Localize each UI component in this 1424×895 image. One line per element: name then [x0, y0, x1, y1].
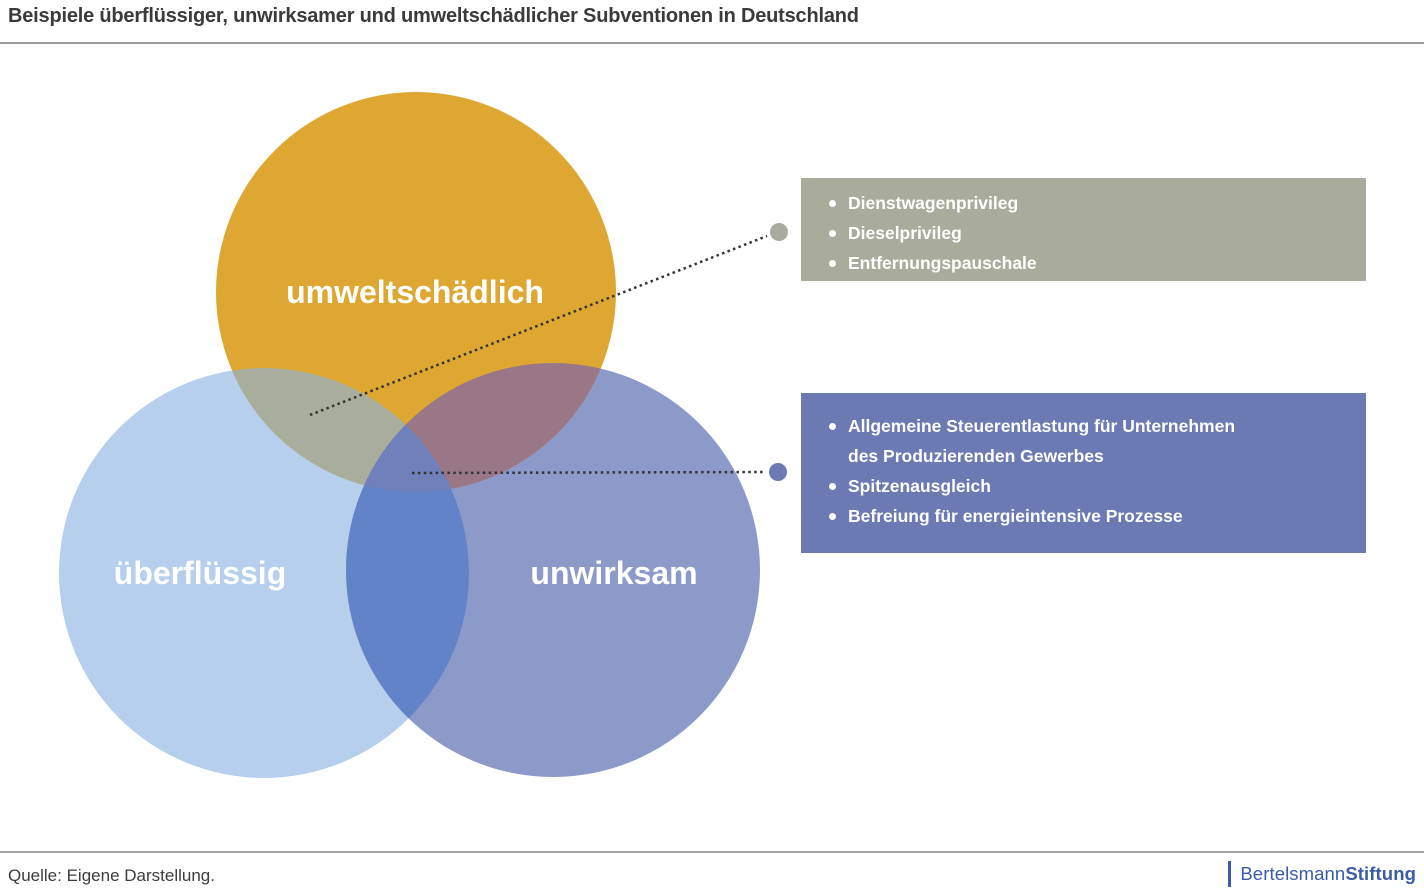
callout-box-umweltschaedlich-ueberfluessig: Dienstwagenprivileg Dieselprivileg Entfe…	[801, 178, 1366, 281]
callout-list: Dienstwagenprivileg Dieselprivileg Entfe…	[829, 188, 1348, 278]
list-item: Dieselprivileg	[829, 218, 1348, 248]
list-item: Allgemeine Steuerentlastung für Unterneh…	[829, 411, 1348, 471]
list-item-text: Allgemeine Steuerentlastung für Unterneh…	[848, 416, 1236, 466]
label-ueberfluessig: überflüssig	[114, 555, 286, 591]
overlap-umweltschaedlich-ueberfluessig	[216, 368, 469, 492]
list-item: Entfernungspauschale	[829, 248, 1348, 278]
bullet-icon	[829, 423, 836, 430]
list-item-text: Spitzenausgleich	[848, 476, 991, 496]
logo-bar-icon	[1228, 861, 1232, 887]
bullet-icon	[829, 483, 836, 490]
top-divider	[0, 42, 1424, 44]
logo-text-stiftung: Stiftung	[1345, 863, 1416, 884]
list-item: Dienstwagenprivileg	[829, 188, 1348, 218]
overlap-umweltschaedlich-unwirksam	[346, 363, 616, 492]
logo-text-bertelsmann: Bertelsmann	[1240, 863, 1346, 884]
list-item-text: Dieselprivileg	[848, 223, 962, 243]
connector-dot-blue	[769, 463, 787, 481]
bullet-icon	[829, 230, 836, 237]
connector-line-gray	[309, 234, 768, 417]
label-umweltschaedlich: umweltschädlich	[286, 274, 544, 310]
source-note: Quelle: Eigene Darstellung.	[8, 866, 215, 885]
label-unwirksam: unwirksam	[530, 555, 697, 591]
page-title: Beispiele überflüssiger, unwirksamer und…	[8, 5, 859, 27]
callout-list: Allgemeine Steuerentlastung für Unterneh…	[829, 411, 1348, 531]
list-item: Spitzenausgleich	[829, 471, 1348, 501]
list-item: Befreiung für energieintensive Prozesse	[829, 501, 1348, 531]
bullet-icon	[829, 513, 836, 520]
connector-dot-gray	[770, 223, 788, 241]
list-item-text: Dienstwagenprivileg	[848, 193, 1019, 213]
bullet-icon	[829, 200, 836, 207]
list-item-text: Befreiung für energieintensive Prozesse	[848, 506, 1183, 526]
callout-box-center-overlap: Allgemeine Steuerentlastung für Unterneh…	[801, 393, 1366, 553]
bullet-icon	[829, 260, 836, 267]
bottom-divider	[0, 851, 1424, 853]
list-item-text: Entfernungspauschale	[848, 253, 1037, 273]
